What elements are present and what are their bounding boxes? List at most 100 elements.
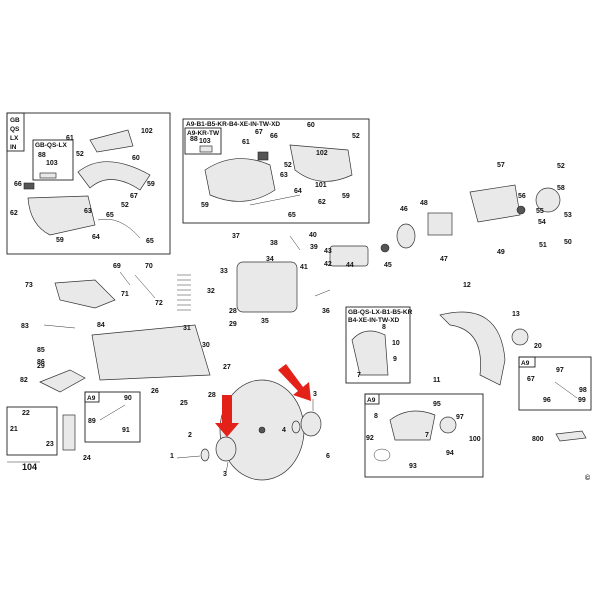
part-label-10: 10 (392, 340, 400, 347)
part-label-67: 67 (527, 376, 535, 383)
part-label-27: 27 (223, 364, 231, 371)
wrench-800-part (555, 430, 587, 442)
part-label-82: 82 (20, 377, 28, 384)
part-label-53: 53 (564, 212, 572, 219)
switch-part (39, 172, 57, 179)
box-b-header: A9-B1-B5-KR-B4-XE-IN-TW-XD (186, 121, 280, 128)
part-label-65: 65 (288, 212, 296, 219)
part-label-48: 48 (420, 200, 428, 207)
bolt-line (176, 455, 201, 459)
gearbox-part (236, 261, 298, 313)
part-label-52: 52 (557, 163, 565, 170)
part-label-97: 97 (456, 414, 464, 421)
part-label-8: 8 (382, 324, 386, 331)
spring-arm-line (119, 271, 156, 299)
part-label-38: 38 (270, 240, 278, 247)
vise-part (39, 369, 86, 393)
box-e-lever-line (99, 404, 126, 421)
part-label-101: 101 (315, 182, 327, 189)
part-label-67: 67 (255, 129, 263, 136)
part-label-61: 61 (242, 139, 250, 146)
washer-right-part (291, 420, 301, 434)
part-label-21: 21 (10, 426, 18, 433)
box-b: A9-B1-B5-KR-B4-XE-IN-TW-XD A9-KR-TW (182, 118, 370, 224)
part-label-52: 52 (121, 202, 129, 209)
part-label-61: 61 (66, 135, 74, 142)
pin-line (314, 289, 331, 297)
part-label-3: 3 (313, 391, 317, 398)
part-label-50: 50 (564, 239, 572, 246)
spindle-lock-part (511, 328, 529, 346)
part-label-95: 95 (433, 401, 441, 408)
part-label-46: 46 (400, 206, 408, 213)
part-label-6: 6 (326, 453, 330, 460)
part-label-83: 83 (21, 323, 29, 330)
part-label-24: 24 (83, 455, 91, 462)
part-label-32: 32 (207, 288, 215, 295)
box-c-header-0: GB-QS-LX-B1-B5-KR (348, 309, 413, 316)
part-label-51: 51 (539, 242, 547, 249)
stator-part (396, 223, 416, 249)
part-label-2: 2 (188, 432, 192, 439)
box-e-header-frame (84, 391, 100, 403)
box-f-ring-part (373, 448, 391, 462)
part-label-63: 63 (280, 172, 288, 179)
part-label-98: 98 (579, 387, 587, 394)
part-label-52: 52 (284, 162, 292, 169)
box-e: A9 (84, 391, 141, 443)
part-label-66: 66 (14, 181, 22, 188)
part-label-62: 62 (318, 199, 326, 206)
box-b-inner-frame (184, 127, 222, 155)
part-label-3: 3 (223, 471, 227, 478)
switch-small-part (23, 182, 35, 190)
box-a-inner-frame (32, 139, 74, 181)
part-label-69: 69 (113, 263, 121, 270)
part-label-31: 31 (183, 325, 191, 332)
box-g-frame (6, 406, 58, 456)
part-label-13: 13 (512, 311, 520, 318)
part-label-33: 33 (220, 268, 228, 275)
lower-guard-part (351, 330, 389, 376)
guard-plate-part (62, 414, 76, 451)
box-f-frame (364, 393, 484, 478)
cable-b-line (249, 194, 301, 206)
part-label-92: 92 (366, 435, 374, 442)
box-f-header: A9 (367, 397, 376, 404)
arrow-left-flange-icon (215, 395, 239, 437)
part-label-58: 58 (557, 185, 565, 192)
flange-right-part (300, 411, 322, 437)
box-e-frame (84, 391, 141, 443)
part-label-36: 36 (322, 308, 330, 315)
box-d-arm-line (554, 381, 578, 399)
part-label-49: 49 (497, 249, 505, 256)
part-label-86: 86 (37, 359, 45, 366)
part-label-102: 102 (316, 150, 328, 157)
wheel-guard-part (439, 311, 506, 386)
part-label-63: 63 (84, 208, 92, 215)
part-label-45: 45 (384, 262, 392, 269)
part-label-96: 96 (543, 397, 551, 404)
part-label-103: 103 (46, 160, 58, 167)
box-b-frame (182, 118, 370, 224)
part-label-29: 29 (37, 363, 45, 370)
part-label-90: 90 (124, 395, 132, 402)
part-label-40: 40 (309, 232, 317, 239)
part-label-1: 1 (170, 453, 174, 460)
field-housing-part (427, 212, 453, 236)
box-a-header-0: GB (10, 117, 20, 124)
part-label-60: 60 (132, 155, 140, 162)
box-g-label: 104 (22, 462, 37, 472)
part-label-97: 97 (556, 367, 564, 374)
part-label-65: 65 (106, 212, 114, 219)
cable-line (97, 218, 141, 239)
part-label-71: 71 (121, 291, 129, 298)
part-label-64: 64 (294, 188, 302, 195)
box-a-header-3: IN (10, 144, 17, 151)
wheel-arbor-hole (258, 426, 266, 434)
box-f-header-frame (364, 393, 380, 405)
armature-bearing-part (380, 243, 390, 253)
box-d-header-frame (518, 356, 536, 368)
part-label-88: 88 (190, 136, 198, 143)
part-label-12: 12 (463, 282, 471, 289)
